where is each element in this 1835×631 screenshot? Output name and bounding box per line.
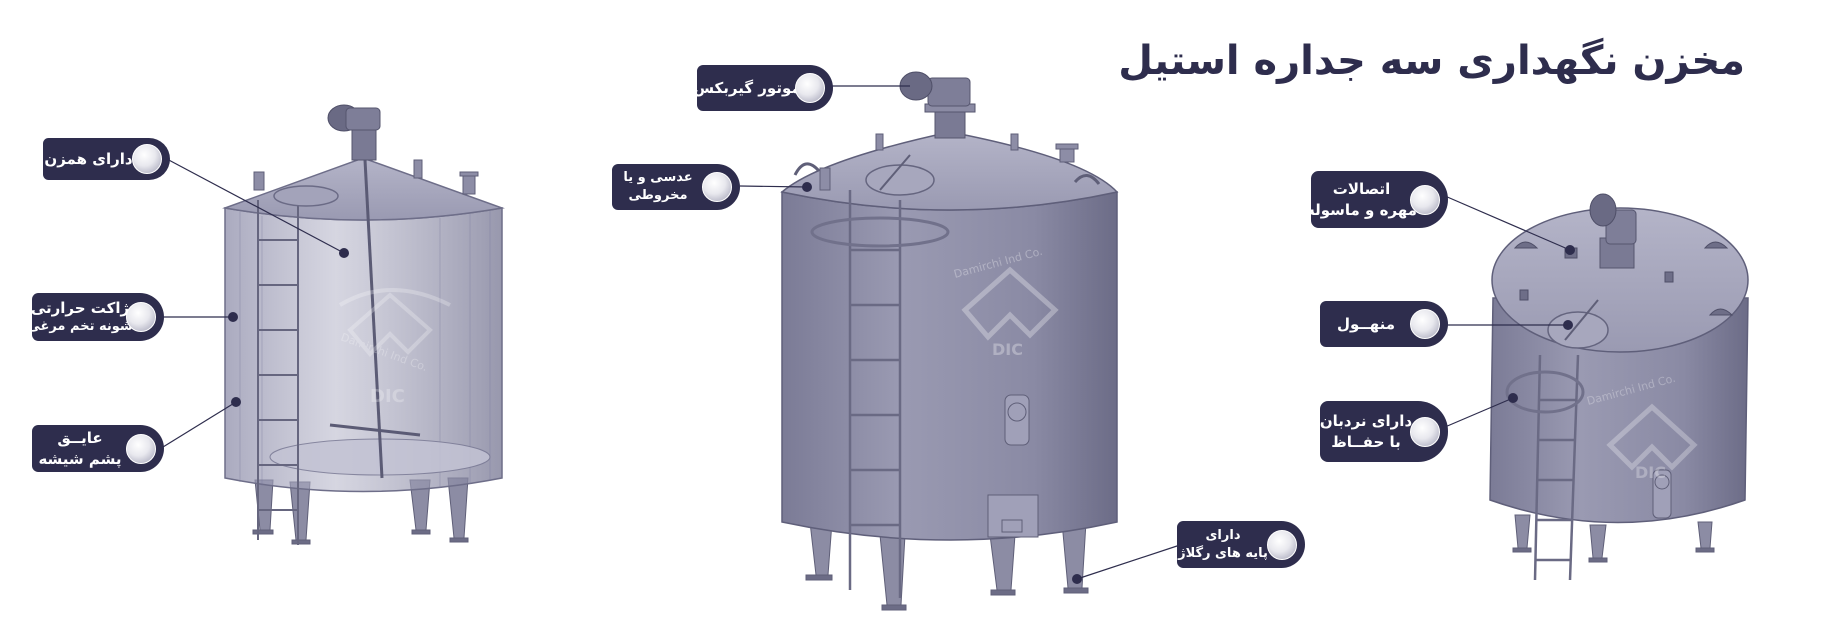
callout-head-line2: مخروطی bbox=[628, 188, 688, 203]
callout-fittings: اتصالات مهره و ماسوله bbox=[1306, 171, 1448, 228]
callout-insulation: عایــق پشم شیشه bbox=[32, 425, 164, 472]
callout-mixer-bullet-icon bbox=[132, 144, 162, 174]
callout-jacket-line2: شونه تخم مرغی bbox=[27, 319, 133, 335]
callout-mixer-line1: دارای همزن bbox=[44, 149, 133, 168]
callout-head: عدسی و یا مخروطی bbox=[612, 164, 740, 210]
callout-fittings-line2: مهره و ماسوله bbox=[1306, 200, 1417, 219]
middle-tank-manhole bbox=[865, 154, 935, 196]
right-tank-outlet bbox=[1652, 469, 1672, 519]
watermark-right-logo: DIC bbox=[1635, 463, 1666, 482]
left-tank-manhole bbox=[273, 185, 339, 207]
watermark-middle-logo: DIC bbox=[992, 340, 1023, 359]
leader-insulation bbox=[162, 401, 237, 448]
callout-ladder-bullet-icon bbox=[1410, 416, 1440, 447]
callout-insulation-line1: عایــق bbox=[57, 429, 103, 448]
right-tank-legs bbox=[1512, 514, 1715, 563]
left-tank-roof bbox=[222, 157, 505, 221]
callout-head-bullet-icon bbox=[702, 172, 732, 202]
middle-tank-nozzles bbox=[793, 133, 1101, 191]
leader-legs bbox=[1076, 544, 1181, 580]
callout-jacket-bullet-icon bbox=[126, 302, 156, 332]
leader-fittings bbox=[1444, 195, 1571, 251]
callout-mixer: دارای همزن bbox=[43, 138, 170, 180]
callout-ladder: دارای نردبان با حفــاظ bbox=[1320, 401, 1448, 462]
left-tank-nozzles bbox=[253, 159, 479, 195]
right-tank-body bbox=[1489, 297, 1749, 524]
callout-gearbox-motor: موتور گیربکس bbox=[693, 65, 833, 111]
middle-tank-motor bbox=[899, 71, 976, 139]
left-tank-agitator bbox=[329, 159, 421, 479]
middle-tank-bottom-outlet bbox=[987, 394, 1039, 538]
callout-manhole-bullet-icon bbox=[1410, 309, 1440, 339]
callout-gearbox-motor-bullet-icon bbox=[795, 73, 825, 103]
right-tank-manhole bbox=[1547, 299, 1609, 349]
callout-ladder-line2: با حفــاظ bbox=[1331, 432, 1401, 451]
callout-legs-line2: پایه های رگلاژ bbox=[1178, 545, 1268, 561]
callout-manhole-line1: منهــول bbox=[1337, 314, 1395, 333]
left-tank-ladder bbox=[257, 200, 299, 545]
callout-insulation-line2: پشم شیشه bbox=[38, 449, 122, 468]
leader-mixer bbox=[164, 157, 345, 254]
left-tank-motor bbox=[327, 104, 381, 161]
left-tank bbox=[222, 104, 505, 545]
callout-insulation-bullet-icon bbox=[126, 433, 156, 464]
watermark-left-logo: DIC bbox=[370, 386, 405, 407]
middle-tank-ladder bbox=[810, 190, 950, 598]
callout-legs-bullet-icon bbox=[1267, 529, 1297, 560]
callout-ladder-line1: دارای نردبان bbox=[1319, 412, 1413, 431]
leader-lines bbox=[162, 85, 1571, 580]
callout-jacket-line1: ژاکت حرارتی bbox=[30, 299, 130, 318]
leader-ladder bbox=[1444, 397, 1514, 428]
right-tank bbox=[1489, 193, 1749, 581]
callout-fittings-line1: اتصالات bbox=[1332, 180, 1391, 199]
right-tank-motor bbox=[1589, 193, 1637, 269]
callout-gearbox-motor-line1: موتور گیربکس bbox=[693, 78, 801, 97]
right-tank-ladder bbox=[1505, 354, 1585, 581]
callout-head-line1: عدسی و یا bbox=[623, 170, 693, 186]
callout-legs-line1: دارای bbox=[1205, 527, 1241, 543]
callout-fittings-bullet-icon bbox=[1410, 184, 1440, 215]
left-tank-legs bbox=[252, 477, 469, 545]
callout-legs: دارای پایه های رگلاژ bbox=[1177, 521, 1305, 568]
middle-tank bbox=[780, 71, 1119, 611]
middle-tank-body bbox=[781, 191, 1118, 541]
page-title: مخزن نگهداری سه جداره استیل bbox=[1118, 38, 1745, 84]
callout-jacket: ژاکت حرارتی شونه تخم مرغی bbox=[27, 293, 164, 341]
leader-head bbox=[739, 185, 808, 188]
middle-tank-roof bbox=[780, 131, 1119, 211]
callout-manhole: منهــول bbox=[1320, 301, 1448, 347]
